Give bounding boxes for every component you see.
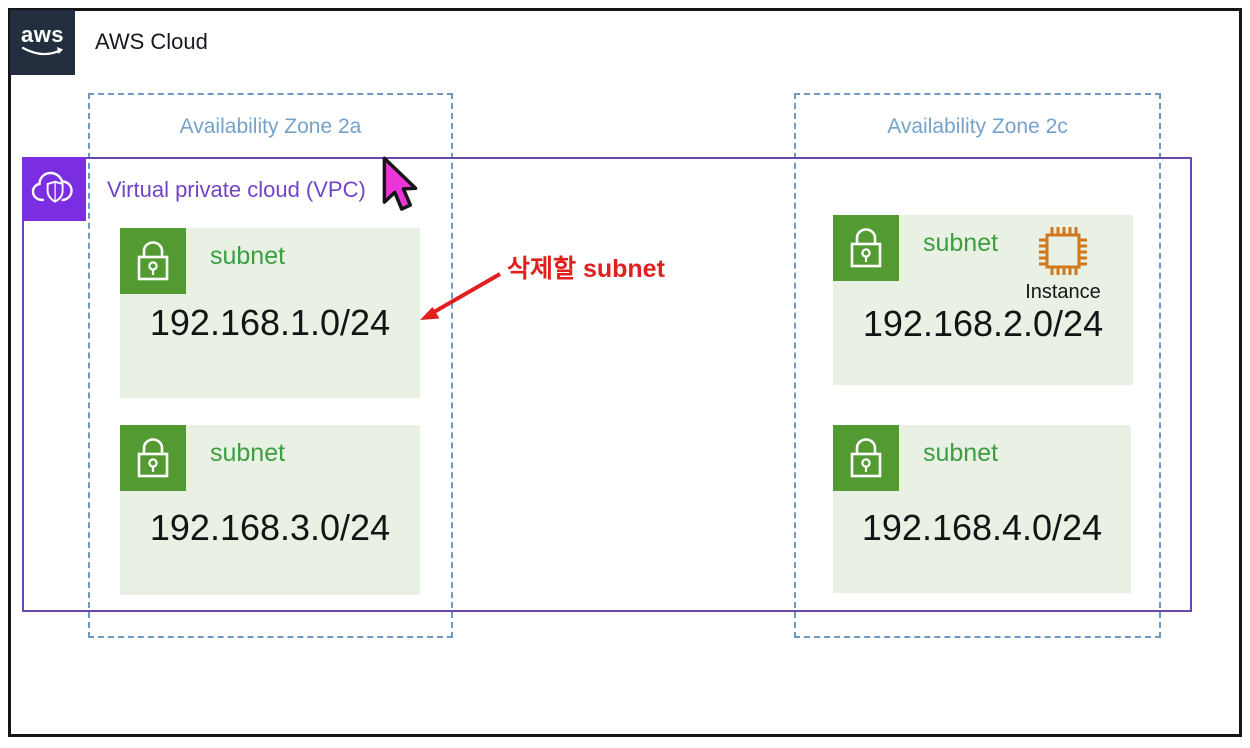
subnet-192-168-1-0: subnet 192.168.1.0/24 — [120, 228, 420, 398]
subnet-cidr: 192.168.3.0/24 — [149, 507, 391, 548]
vpc-icon — [22, 157, 86, 221]
subnet-label: subnet — [923, 439, 999, 467]
subnet-192-168-2-0: subnet Instance 192.168.2.0/24 — [833, 215, 1133, 385]
subnet-cidr: 192.168.1.0/24 — [149, 302, 391, 343]
aws-cloud-frame — [8, 8, 1242, 737]
aws-logo-icon: aws — [10, 10, 75, 75]
availability-zone-2a-label: Availability Zone 2a — [179, 115, 362, 138]
vpc-boundary — [22, 157, 1192, 612]
aws-cloud-title: AWS Cloud — [95, 29, 208, 54]
aws-logo-text: aws — [20, 21, 65, 47]
aws-smile-swoosh-icon — [21, 46, 63, 55]
subnet-label: subnet — [210, 242, 286, 270]
availability-zone-2c: Availability Zone 2c — [794, 93, 1161, 638]
subnet-cidr: 192.168.2.0/24 — [862, 303, 1104, 344]
private-subnet-lock-icon — [833, 215, 899, 281]
availability-zone-2c-label: Availability Zone 2c — [887, 115, 1068, 138]
availability-zone-2a: Availability Zone 2a — [88, 93, 453, 638]
private-subnet-lock-icon — [120, 425, 186, 491]
private-subnet-lock-icon — [833, 425, 899, 491]
instance-group: Instance — [983, 223, 1143, 304]
instance-chip-icon — [1039, 227, 1087, 275]
vpc-cloud-shield-icon — [31, 171, 73, 203]
instance-label: Instance — [1025, 281, 1101, 303]
subnet-label: subnet — [210, 439, 286, 467]
subnet-192-168-3-0: subnet 192.168.3.0/24 — [120, 425, 420, 595]
private-subnet-lock-icon — [120, 228, 186, 294]
subnet-192-168-4-0: subnet 192.168.4.0/24 — [833, 425, 1131, 593]
subnet-cidr: 192.168.4.0/24 — [861, 507, 1103, 548]
annotation-arrow-icon — [420, 272, 501, 320]
subnet-label: subnet — [923, 229, 999, 257]
mouse-cursor-icon[interactable] — [380, 156, 428, 216]
vpc-label: Virtual private cloud (VPC) — [107, 177, 366, 202]
delete-subnet-annotation: 삭제할 subnet — [507, 255, 665, 283]
